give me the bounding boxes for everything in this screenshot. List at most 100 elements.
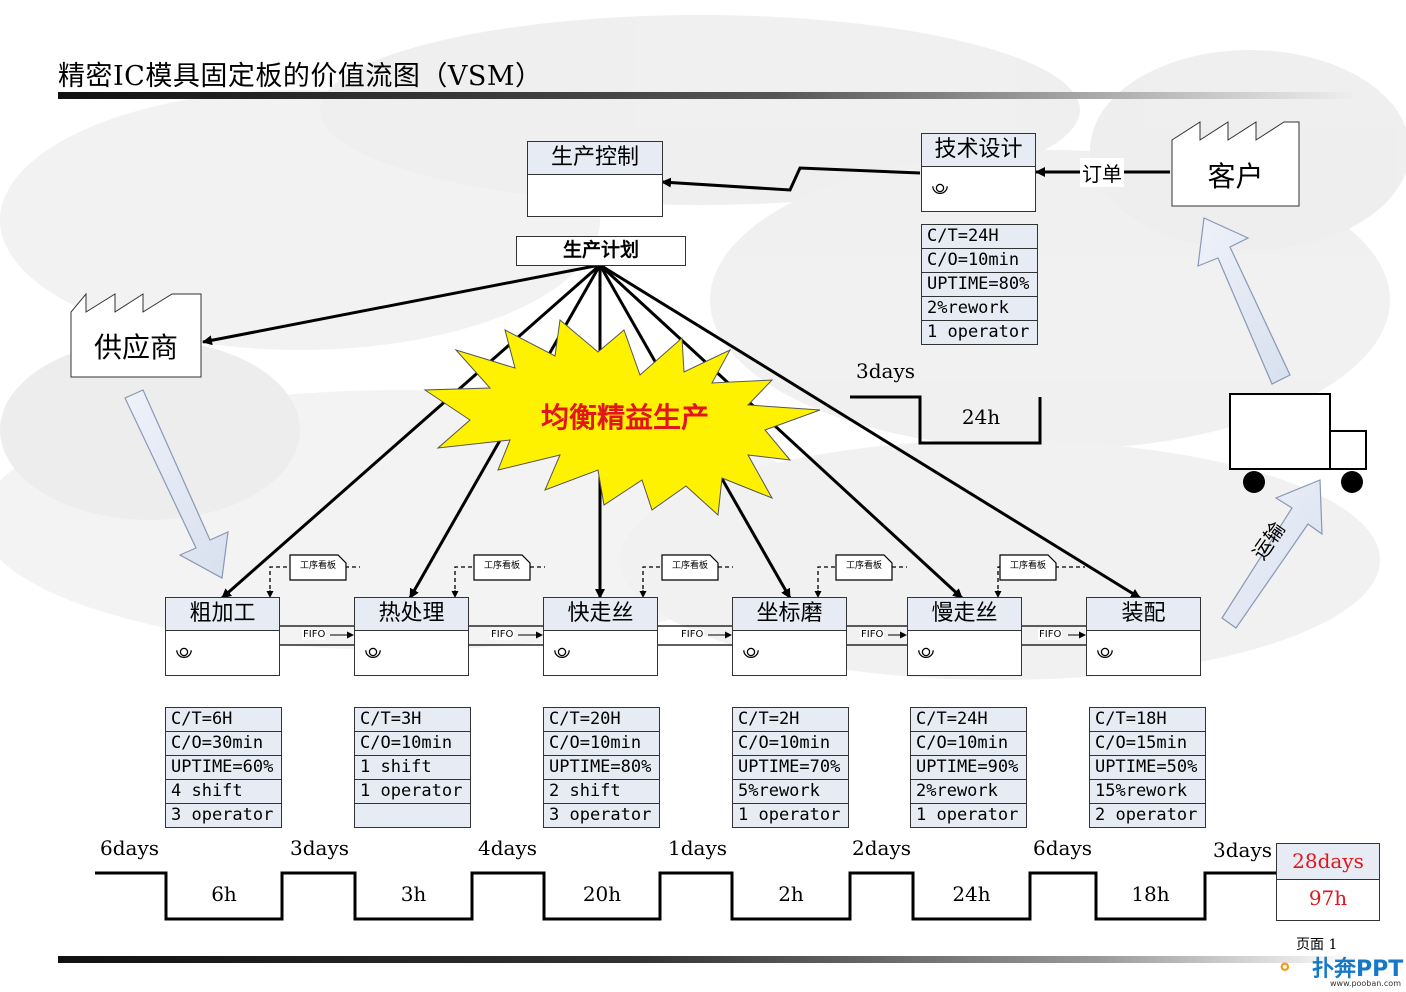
kanban-label: 工序看板	[671, 561, 708, 571]
data-row: 4 shift	[166, 780, 281, 804]
operator-icon	[743, 647, 759, 658]
push-arrow-to-customer	[1197, 217, 1291, 385]
footer-rule	[58, 956, 1358, 963]
page-title: 精密IC模具固定板的价值流图（VSM）	[58, 61, 543, 92]
data-row: C/T=6H	[166, 708, 281, 732]
data-row: 3 operator	[549, 805, 652, 825]
kanban-loops	[269, 566, 1085, 596]
data-row: C/T=24H	[922, 225, 1037, 249]
data-row: UPTIME=50%	[1090, 756, 1205, 780]
kanban-label: 工序看板	[299, 561, 336, 571]
fifo-label: FIFO	[490, 629, 515, 640]
production-control-label: 生产控制	[528, 142, 662, 175]
supplier-label[interactable]: 供应商	[93, 331, 178, 364]
timeline-days: 4days	[478, 836, 538, 860]
data-row: C/O=10min	[733, 732, 848, 756]
timeline-days: 6days	[100, 836, 160, 860]
operator-icon	[365, 647, 381, 658]
data-row: 1 operator	[927, 322, 1030, 342]
process-data-1: C/T=6H C/O=30min UPTIME=60% 4 shift 3 op…	[165, 707, 282, 828]
burst-label: 均衡精益生产	[540, 401, 709, 434]
kanban-cards	[289, 554, 1057, 581]
data-row: 5%rework	[733, 780, 848, 804]
process-box-1[interactable]: 粗加工	[165, 597, 280, 676]
process-name: 热处理	[355, 598, 468, 631]
data-row: 1 operator	[916, 805, 1019, 825]
data-row: C/O=10min	[355, 732, 470, 756]
data-row: UPTIME=70%	[733, 756, 848, 780]
process-name: 装配	[1087, 598, 1200, 631]
process-data-6: C/T=18H C/O=15min UPTIME=50% 15%rework 2…	[1089, 707, 1206, 828]
operator-icon	[176, 647, 192, 658]
timeline-hours: 2h	[778, 882, 804, 906]
process-box-6[interactable]: 装配	[1086, 597, 1201, 676]
fifo-label: FIFO	[1038, 629, 1063, 640]
main-timeline	[95, 871, 1276, 921]
data-row: UPTIME=90%	[911, 756, 1026, 780]
data-row: 1 operator	[355, 780, 470, 804]
data-row	[355, 804, 470, 827]
title-rule	[58, 92, 1358, 99]
timeline-days: 3days	[290, 836, 350, 860]
data-row: 1 shift	[355, 756, 470, 780]
kanban-drop-arrows	[266, 590, 1002, 598]
data-row: C/O=10min	[922, 249, 1037, 273]
process-data-5: C/T=24H C/O=10min UPTIME=90% 2%rework 1 …	[910, 707, 1027, 828]
timeline-days: 6days	[1033, 836, 1093, 860]
process-name: 坐标磨	[733, 598, 846, 631]
data-row: C/T=18H	[1090, 708, 1205, 732]
total-hours: 97h	[1308, 886, 1348, 910]
tech-timeline	[850, 395, 1042, 445]
spoke-6	[599, 263, 1141, 600]
fifo-label: FIFO	[680, 629, 705, 640]
timeline-hours: 18h	[1131, 882, 1170, 906]
data-row: 2 shift	[544, 780, 659, 804]
operator-icon	[932, 183, 948, 194]
data-row: 2 operator	[1095, 805, 1198, 825]
process-name: 快走丝	[544, 598, 657, 631]
production-control-box[interactable]: 生产控制	[527, 141, 663, 217]
timeline-days: 2days	[852, 836, 912, 860]
data-row: C/T=24H	[911, 708, 1026, 732]
customer-label[interactable]: 客户	[1207, 160, 1264, 193]
supplier-factory-shape	[70, 292, 202, 378]
data-row: C/O=10min	[911, 732, 1026, 756]
data-row: 2%rework	[922, 297, 1037, 321]
process-box-5[interactable]: 慢走丝	[907, 597, 1022, 676]
kanban-label: 工序看板	[483, 561, 520, 571]
timeline-hours: 3h	[400, 882, 427, 906]
logo-url: www.pooban.com	[1330, 979, 1401, 988]
process-name: 慢走丝	[908, 598, 1021, 631]
kanban-label: 工序看板	[1009, 561, 1046, 571]
process-box-3[interactable]: 快走丝	[543, 597, 658, 676]
data-row: UPTIME=60%	[166, 756, 281, 780]
process-box-4[interactable]: 坐标磨	[732, 597, 847, 676]
truck-shape	[1229, 393, 1367, 493]
starburst-shape	[423, 319, 821, 517]
total-days: 28days	[1277, 844, 1379, 880]
process-data-3: C/T=20H C/O=10min UPTIME=80% 2 shift 3 o…	[543, 707, 660, 828]
tech-design-data: C/T=24H C/O=10min UPTIME=80% 2%rework 1 …	[921, 224, 1038, 345]
order-label: 订单	[1080, 158, 1124, 187]
timeline-hours: 24h	[952, 882, 991, 906]
data-row: 3 operator	[171, 805, 274, 825]
process-box-2[interactable]: 热处理	[354, 597, 469, 676]
plan-to-supplier	[202, 263, 601, 346]
timeline-days: 1days	[668, 836, 728, 860]
data-row: 15%rework	[1090, 780, 1205, 804]
kanban-label: 工序看板	[845, 561, 882, 571]
electronic-info-line	[661, 166, 921, 192]
process-name: 粗加工	[166, 598, 279, 631]
data-row: C/T=3H	[355, 708, 470, 732]
logo-icon	[1280, 962, 1290, 971]
data-row: C/T=2H	[733, 708, 848, 732]
spoke-1	[221, 263, 601, 600]
data-row: UPTIME=80%	[544, 756, 659, 780]
data-row: UPTIME=80%	[922, 273, 1037, 297]
tech-design-hours: 24h	[961, 405, 1001, 429]
data-row: C/O=30min	[166, 732, 281, 756]
operator-icon	[554, 647, 570, 658]
timeline-days: 3days	[1213, 838, 1273, 862]
production-plan-box[interactable]: 生产计划	[516, 236, 686, 266]
tech-design-box[interactable]: 技术设计	[921, 133, 1036, 212]
